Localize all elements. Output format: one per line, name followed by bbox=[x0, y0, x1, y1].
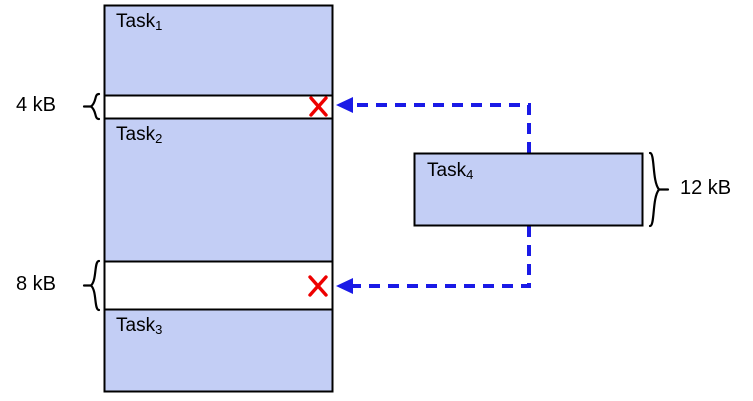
memory-block-task3 bbox=[103, 308, 334, 393]
label-task3-text: Task bbox=[116, 315, 156, 336]
label-task4-text: Task bbox=[427, 160, 467, 181]
size-label-8kb: 8 kB bbox=[16, 273, 57, 295]
label-task1-subscript: 1 bbox=[155, 18, 163, 33]
incoming-task4-box bbox=[413, 152, 644, 227]
label-task2-text: Task bbox=[116, 124, 156, 145]
arrow-task4-to-gap-4kb-path bbox=[349, 103, 531, 153]
memory-block-task1 bbox=[103, 4, 334, 97]
memory-block-task2 bbox=[103, 117, 334, 263]
label-task2-subscript: 2 bbox=[155, 131, 163, 146]
label-task1-text: Task bbox=[116, 11, 156, 32]
label-task3-subscript: 3 bbox=[155, 322, 163, 337]
label-task2: Task2 bbox=[116, 124, 162, 146]
brace-8kb bbox=[89, 259, 101, 312]
cross-gap-4kb-icon bbox=[309, 96, 328, 117]
label-task4: Task4 bbox=[427, 160, 473, 182]
memory-gap-4kb bbox=[103, 94, 334, 120]
size-label-12kb: 12 kB bbox=[680, 177, 732, 199]
size-label-4kb: 4 kB bbox=[16, 94, 57, 116]
arrow-task4-to-gap-4kb-head bbox=[336, 97, 353, 113]
cross-gap-8kb-icon bbox=[308, 275, 328, 297]
memory-gap-8kb bbox=[103, 260, 334, 311]
brace-4kb bbox=[89, 92, 101, 121]
arrow-task4-to-gap-8kb-path bbox=[349, 226, 531, 288]
label-task1: Task1 bbox=[116, 11, 162, 33]
label-task3: Task3 bbox=[116, 315, 162, 337]
label-task4-subscript: 4 bbox=[466, 167, 474, 182]
arrow-task4-to-gap-8kb-head bbox=[336, 278, 353, 294]
brace-12kb bbox=[648, 151, 661, 228]
